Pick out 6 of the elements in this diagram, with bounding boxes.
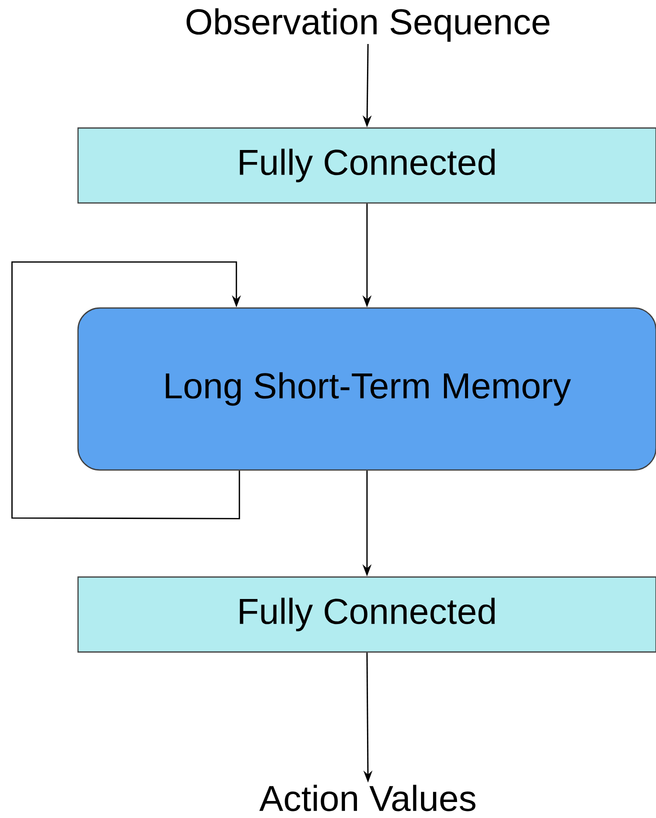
layer-box: Fully Connected bbox=[77, 127, 656, 204]
loop-arrow bbox=[11, 261, 241, 520]
input-label: Observation Sequence bbox=[186, 8, 550, 42]
layer-box: Long Short-Term Memory bbox=[77, 307, 656, 471]
output-label: Action Values bbox=[259, 784, 476, 812]
layer-box: Fully Connected bbox=[77, 576, 656, 653]
